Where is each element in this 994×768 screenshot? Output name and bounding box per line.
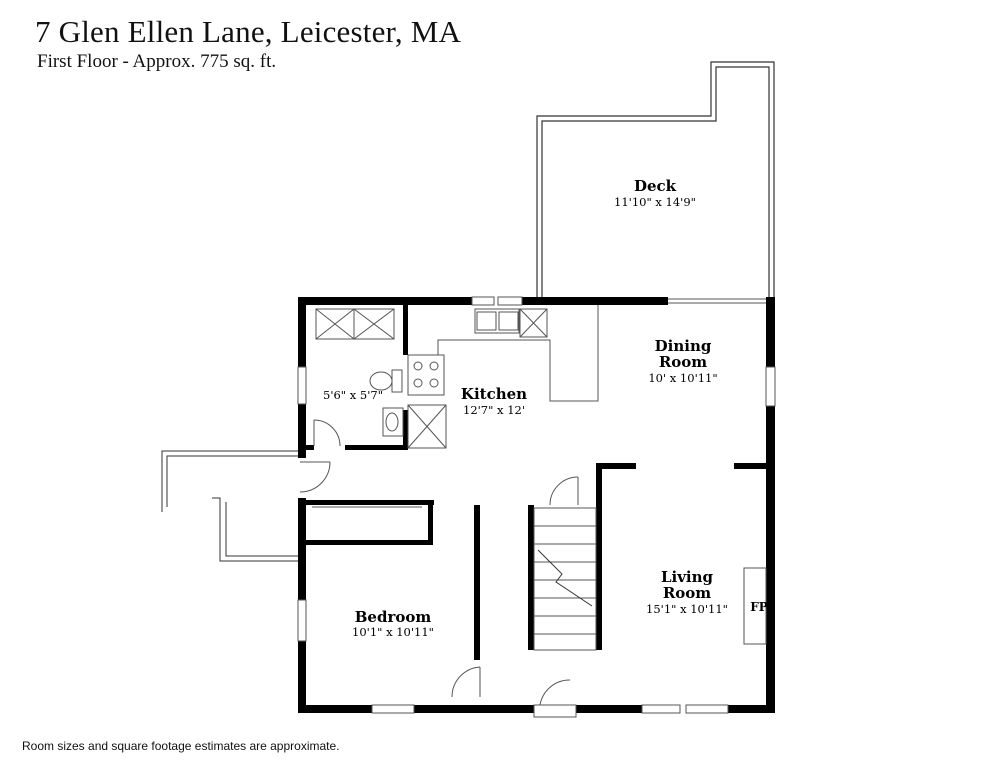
utility-closet [315,308,395,340]
footnote: Room sizes and square footage estimates … [22,739,340,753]
bedroom-dims: 10'1" x 10'11" [352,625,434,639]
fireplace [743,567,767,645]
fireplace-label: FP [750,600,768,614]
sliding-door [668,298,766,304]
dining-name-line2: Room [659,353,707,371]
bath-dims: 5'6" x 5'7" [323,388,383,402]
interior-walls [306,305,766,660]
deck-name: Deck [634,177,677,195]
walkway [161,450,298,562]
deck-outline [536,61,775,298]
deck-dims: 11'10" x 14'9" [614,195,696,209]
kitchen-counters [407,305,599,449]
exterior-walls [298,297,775,713]
living-name-line1: Living [661,568,714,586]
stairs [533,507,597,651]
door-swings [299,419,579,706]
bath-fixtures [369,369,404,437]
bedroom-name: Bedroom [355,608,432,626]
living-dims: 15'1" x 10'11" [646,602,728,616]
dining-dims: 10' x 10'11" [648,371,717,385]
living-name-line2: Room [663,584,711,602]
dining-name-line1: Dining [655,337,712,355]
windows [297,296,776,714]
entry-step [533,704,577,718]
kitchen-name: Kitchen [461,385,527,403]
plan-subtitle: First Floor - Approx. 775 sq. ft. [37,51,277,72]
kitchen-dims: 12'7" x 12' [463,403,525,417]
plan-title: 7 Glen Ellen Lane, Leicester, MA [35,14,462,49]
